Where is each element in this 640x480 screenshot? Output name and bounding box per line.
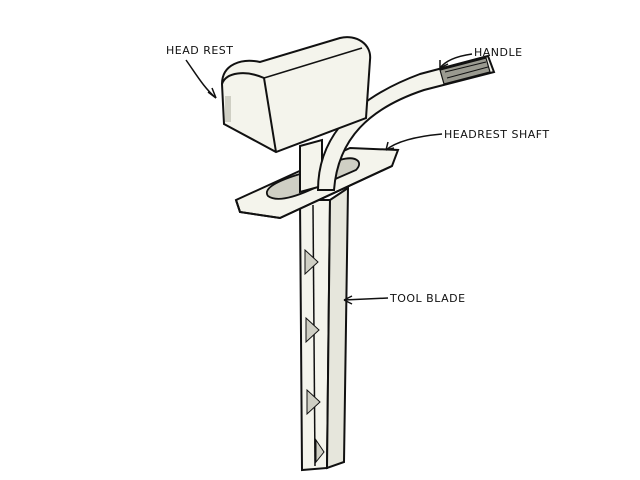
- label-headrest-shaft: HEADREST SHAFT: [444, 128, 550, 141]
- head-rest: [220, 36, 372, 154]
- tool-blade: [298, 186, 350, 472]
- leader-lines: [185, 53, 473, 305]
- label-tool-blade: TOOL BLADE: [390, 292, 466, 305]
- label-handle: HANDLE: [474, 46, 523, 59]
- label-head-rest: HEAD REST: [166, 44, 234, 57]
